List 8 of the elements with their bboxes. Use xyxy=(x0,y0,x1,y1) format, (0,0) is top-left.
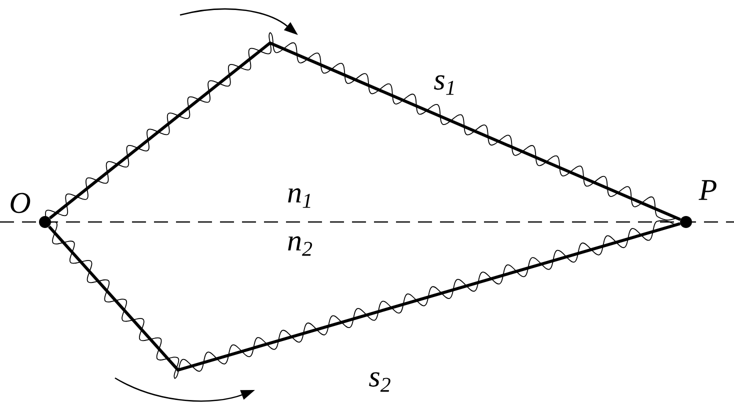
medium-label: n$_{1}$ xyxy=(286,187,314,209)
point-dot xyxy=(39,216,51,228)
edge-label: s$_{2}$ xyxy=(369,372,390,392)
medium-label: n$_{2}$ xyxy=(286,235,314,257)
point-label: O xyxy=(10,192,30,214)
edge-label: s$_{1}$ xyxy=(434,75,454,95)
point-label: P xyxy=(698,180,716,200)
point-dot xyxy=(680,216,692,228)
